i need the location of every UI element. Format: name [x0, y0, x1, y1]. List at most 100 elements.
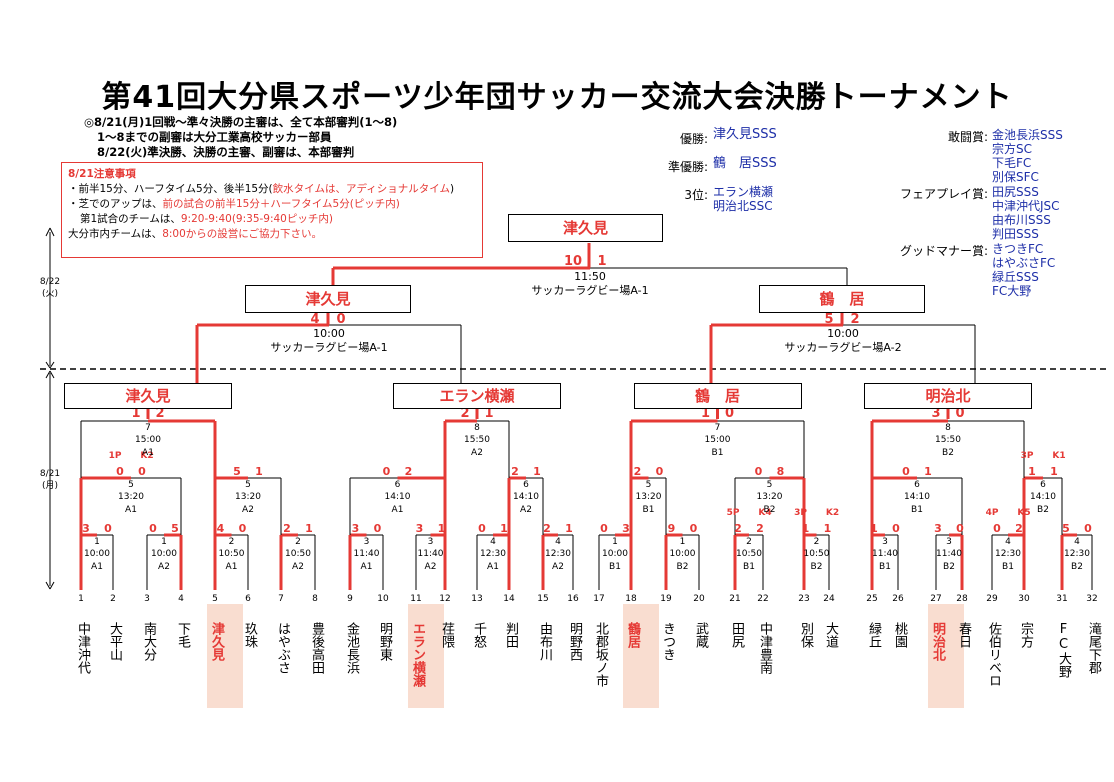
- match-time: 10:50: [736, 549, 762, 559]
- goodmanner-label: グッドマナー賞:: [899, 244, 988, 258]
- match-court: A2: [242, 505, 254, 515]
- team-number: 10: [377, 594, 389, 604]
- score-left: 2: [511, 465, 519, 478]
- team-name: 大平山: [107, 622, 122, 661]
- score-right: 2: [1015, 522, 1023, 535]
- team-number: 20: [693, 594, 705, 604]
- team-number: 32: [1086, 594, 1098, 604]
- team-number: 6: [245, 594, 251, 604]
- fairplay-team-4: 判田SSS: [992, 227, 1039, 241]
- qf-winner-box: エラン横瀬: [393, 383, 561, 409]
- match-no: 4: [1074, 537, 1080, 547]
- score-right: 1: [533, 465, 541, 478]
- team-name: 北郡坂ノ市: [593, 622, 608, 687]
- pk-right: K1: [1052, 451, 1066, 461]
- match-court: B1: [743, 562, 755, 572]
- match-time: 10:50: [218, 549, 245, 559]
- score-left: 3: [351, 522, 360, 535]
- pk-left: 1P: [108, 451, 122, 461]
- team-name: 桃園: [892, 622, 907, 648]
- winner-highlight: [408, 604, 444, 708]
- pk-right: K2: [825, 508, 840, 518]
- score-left: 1: [801, 522, 810, 535]
- team-name: 別保: [798, 622, 813, 648]
- fight-team-3: 下毛FC: [992, 156, 1032, 170]
- match-time: 10:50: [803, 549, 830, 559]
- score-left: 5: [824, 312, 834, 327]
- match-court: B1: [609, 562, 621, 572]
- team-name: 千怒: [471, 622, 486, 648]
- qf-winner-box: 津久見: [64, 383, 232, 409]
- fairplay-team-3: 由布川SSS: [992, 213, 1051, 227]
- score-left: 0: [902, 465, 910, 478]
- team-number: 26: [892, 594, 904, 604]
- match-time: 13:20: [756, 492, 783, 502]
- fairplay-label: フェアプレイ賞:: [899, 187, 988, 201]
- score-right: 0: [238, 522, 247, 535]
- fight-team-2: 宗方SC: [992, 142, 1032, 156]
- match-court: B2: [942, 448, 954, 458]
- goodmanner-team-1: きつきFC: [992, 242, 1044, 256]
- notice-title: 8/21注意事項: [68, 168, 136, 180]
- notice-line-3: 第1試合のチームは、9:20-9:40(9:35-9:40ピッチ内): [80, 213, 333, 225]
- match-venue: サッカーラグビー場A-1: [270, 341, 388, 354]
- notice-line-2: ・芝でのアップは、前の試合の前半15分＋ハーフタイム5分(ピッチ内): [68, 198, 400, 210]
- match-no: 6: [1040, 480, 1046, 490]
- score-right: 2: [155, 406, 165, 421]
- match-no: 1: [94, 537, 100, 547]
- match-no: 4: [1005, 537, 1011, 547]
- score-left: 0: [600, 522, 608, 535]
- team-name: 判田: [503, 622, 518, 648]
- arrow-head: [49, 581, 55, 590]
- page-title: 第41回大分県スポーツ少年団サッカー交流大会決勝トーナメント: [101, 80, 1013, 115]
- match-venue: サッカーラグビー場A-1: [531, 284, 649, 297]
- match-court: B2: [1071, 562, 1083, 572]
- team-number: 8: [312, 594, 318, 604]
- score-left: 2: [283, 522, 291, 535]
- match-time: 15:00: [704, 435, 731, 445]
- match-court: B2: [763, 505, 776, 515]
- match-time: 13:20: [635, 492, 662, 502]
- match-time: 12:30: [545, 549, 571, 559]
- match-no: 5: [645, 480, 652, 490]
- team-number: 7: [278, 594, 284, 604]
- match-court: A1: [360, 562, 373, 572]
- score-right: 0: [956, 522, 964, 535]
- score-left: 3: [934, 522, 942, 535]
- match-no: 2: [295, 537, 301, 547]
- team-number: 25: [866, 594, 878, 604]
- team-number: 29: [986, 594, 998, 604]
- match-no: 1: [679, 537, 686, 547]
- match-time: 13:20: [235, 492, 261, 502]
- winner-highlight: [207, 604, 243, 708]
- match-no: 6: [914, 480, 920, 490]
- team-number: 13: [471, 594, 483, 604]
- team-number: 1: [78, 594, 84, 604]
- match-time: 10:00: [151, 549, 177, 559]
- runnerup-label: 準優勝:: [667, 160, 708, 174]
- team-name: 中津豊南: [757, 622, 772, 674]
- fight-label: 敢闘賞:: [947, 130, 988, 144]
- match-no: 8: [474, 423, 480, 433]
- score-right: 1: [924, 465, 932, 478]
- match-court: B2: [1037, 505, 1049, 515]
- match-court: A2: [471, 448, 483, 458]
- team-number: 15: [537, 594, 549, 604]
- match-time: 10:50: [285, 549, 311, 559]
- match-court: B2: [810, 562, 823, 572]
- arrow-head: [49, 227, 55, 237]
- arrow-head: [45, 227, 51, 237]
- goodmanner-team-4: FC大野: [992, 284, 1032, 298]
- fight-team-4: 別保SFC: [992, 170, 1039, 184]
- score-right: 1: [1050, 465, 1058, 478]
- score-left: 0: [382, 465, 391, 478]
- score-left: 5: [233, 465, 241, 478]
- match-no: 3: [427, 537, 434, 547]
- match-time: 12:30: [1064, 549, 1090, 559]
- score-right: 3: [622, 522, 630, 535]
- match-time: 11:40: [353, 549, 380, 559]
- team-name: 金池長浜: [344, 622, 359, 674]
- match-time: 10:00: [602, 549, 628, 559]
- fight-team-1: 金池長浜SSS: [992, 128, 1063, 142]
- champion-label: 優勝:: [679, 132, 708, 146]
